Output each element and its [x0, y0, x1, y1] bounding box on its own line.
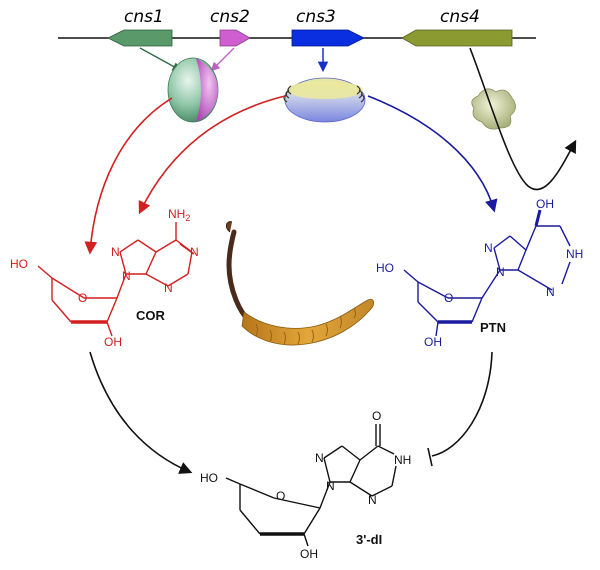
di-nh-label: NH — [394, 453, 411, 467]
gene-cns4-arrow — [401, 29, 513, 47]
cor-oh-label: OH — [104, 335, 122, 349]
gene-cns4-label: cns4 — [440, 7, 480, 27]
ptn-oh-top-label: OH — [536, 197, 554, 211]
di-n9: N — [326, 479, 335, 493]
arrow-cns1-to-enzyme — [139, 47, 182, 71]
cor-n3: N — [164, 281, 173, 295]
di-molecule — [225, 424, 397, 547]
arrow-enzyme-to-ptn — [367, 95, 498, 213]
cor-name-label: COR — [136, 308, 166, 323]
cor-n1: N — [190, 245, 199, 259]
cor-n7: N — [111, 245, 120, 259]
ptn-ho-label: HO — [376, 261, 394, 275]
di-atoms: HO O OH O N N N NH — [200, 409, 411, 561]
arrow-cns4-export — [469, 47, 577, 191]
gene-cns4: cns4 — [401, 7, 513, 47]
cor-atoms: HO O OH N N N N NH2 — [10, 207, 199, 349]
ptn-molecule — [403, 209, 571, 337]
cor-n9: N — [122, 269, 131, 283]
ptn-ring-o: O — [444, 291, 453, 305]
gene-cns1-arrow — [107, 29, 173, 47]
ptn-inhibition-bar — [427, 447, 433, 467]
di-o-top-label: O — [372, 409, 381, 423]
di-n3: N — [368, 493, 377, 507]
gene-cns1: cns1 — [107, 7, 173, 47]
arrow-ptn-to-di — [431, 351, 493, 457]
di-oh-label: OH — [300, 547, 318, 561]
cor-ring-o: O — [78, 291, 87, 305]
arrow-cor-to-di — [89, 351, 193, 474]
gene-cns3: cns3 — [291, 7, 365, 47]
gene-cns3-label: cns3 — [296, 7, 336, 27]
arrow-enzyme-to-cor-left — [84, 97, 173, 255]
cordyceps-militaris-image — [225, 221, 374, 346]
cor-nh2-label: NH2 — [168, 207, 190, 223]
di-n7: N — [315, 451, 324, 465]
ptn-atoms: HO O OH OH N N N NH — [376, 197, 583, 349]
cns4-transporter-icon — [471, 88, 516, 130]
gene-cns2-label: cns2 — [210, 7, 250, 27]
arrow-enzyme-to-cor-right — [138, 95, 286, 215]
ptn-oh-label: OH — [424, 335, 442, 349]
di-name-label: 3'-dI — [356, 532, 382, 547]
ptn-n3: N — [546, 285, 555, 299]
gene-cns2: cns2 — [210, 7, 251, 47]
cns3-enzyme-icon — [283, 77, 366, 123]
cor-molecule — [37, 222, 195, 337]
ptn-nh-label: NH — [566, 247, 583, 261]
ptn-n7: N — [484, 241, 493, 255]
cor-ho-label: HO — [10, 257, 28, 271]
di-ho-label: HO — [200, 471, 218, 485]
cns1-cns2-enzyme-icon — [167, 57, 219, 123]
gene-cns3-arrow — [291, 29, 365, 47]
gene-cns2-arrow — [219, 29, 251, 47]
arrow-cns2-to-enzyme — [210, 47, 235, 72]
ptn-name-label: PTN — [480, 320, 506, 335]
gene-cns1-label: cns1 — [124, 7, 164, 27]
ptn-n9: N — [496, 265, 505, 279]
di-ring-o: O — [276, 489, 285, 503]
